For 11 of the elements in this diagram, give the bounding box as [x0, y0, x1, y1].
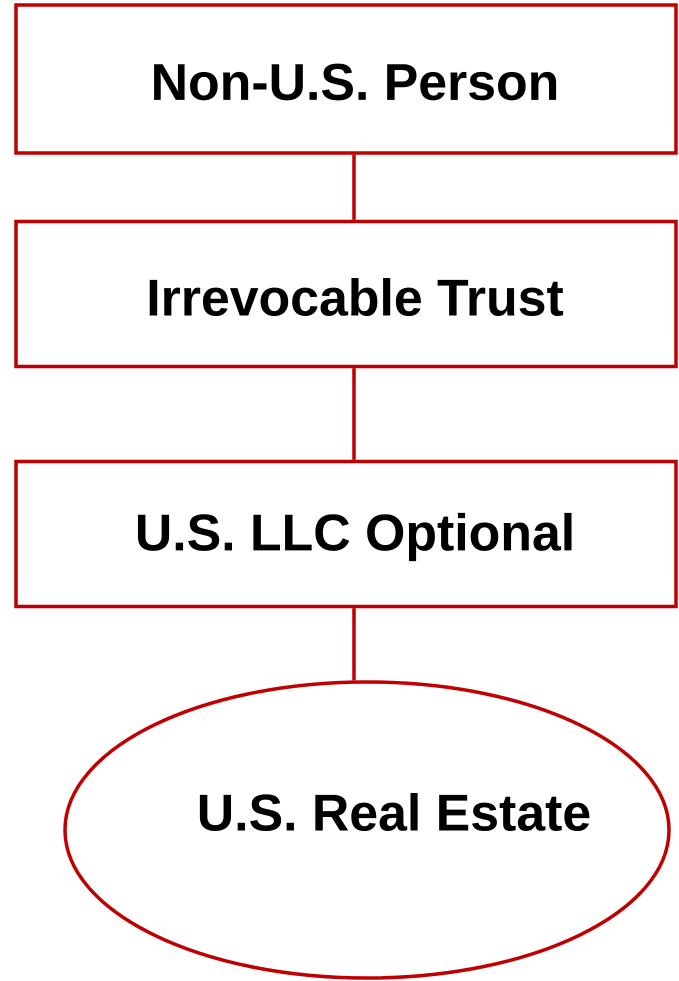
connector-line	[352, 368, 356, 460]
node-label: Non-U.S. Person	[154, 64, 556, 100]
node-label: U.S. LLC Optional	[138, 512, 572, 562]
entity-box	[14, 3, 678, 155]
connector-line	[352, 154, 356, 220]
entity-box	[14, 460, 678, 608]
entity-box	[14, 220, 678, 368]
connector-line	[352, 608, 356, 680]
node-label: Irrevocable Trust	[150, 278, 564, 316]
ellipse-node	[63, 680, 671, 980]
node-label: U.S. Real Estate	[200, 792, 590, 831]
